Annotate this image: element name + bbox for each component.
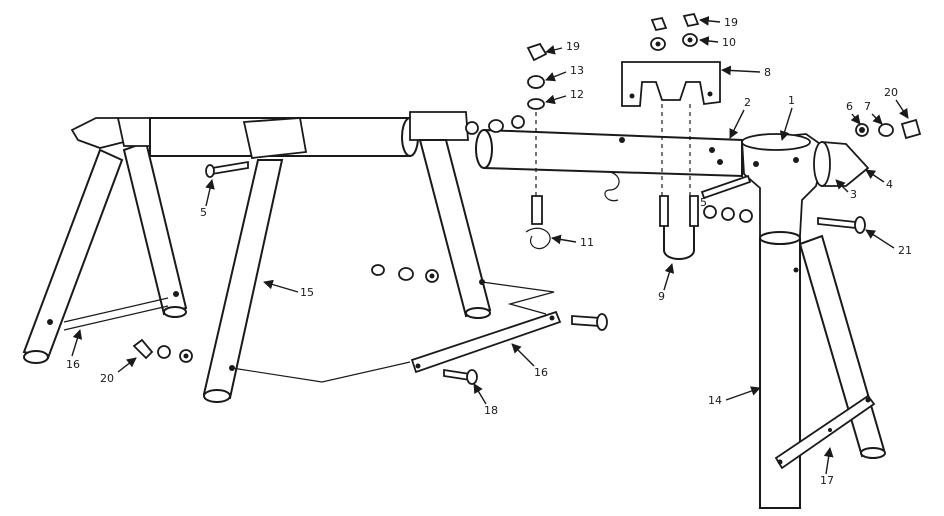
- washer-12: [527, 98, 545, 110]
- label-2: 2: [744, 96, 751, 109]
- nut-set-right-mid: [703, 205, 753, 223]
- left-a-frame-leg-front: [22, 148, 124, 360]
- label-1: 1: [788, 94, 795, 107]
- brace-16-middle: [410, 310, 562, 374]
- callouts: 1 2 3 4 5 5 6 7 8 9 10 11 12: [66, 16, 912, 487]
- top-beam-2: [483, 128, 743, 178]
- nut-set-top-bracket: [650, 12, 700, 51]
- s-hook: [604, 171, 620, 202]
- left-center-clamp: [242, 117, 308, 159]
- label-17: 17: [820, 474, 834, 487]
- end-cap-3: [813, 141, 870, 187]
- brace-16-bar: [410, 310, 562, 374]
- u-bolt-9: [659, 195, 699, 260]
- nut-19-left: [526, 42, 548, 62]
- label-16-left: 16: [66, 358, 80, 371]
- label-19-right: 19: [724, 16, 738, 29]
- left-end-cap: [70, 117, 126, 149]
- nut-set-beam-left: [465, 115, 525, 135]
- left-brace-bolt-front: [47, 319, 53, 325]
- leg-14: [759, 237, 801, 509]
- nut-set-20-left: [132, 338, 193, 363]
- left-a-frame-leg-rear: [122, 140, 188, 316]
- right-corner-fitting-1: [741, 133, 828, 237]
- left-a-frame: [22, 117, 188, 364]
- middle-a-frame: [202, 139, 492, 403]
- bracket-8: [621, 61, 721, 196]
- brace-17: [774, 394, 876, 470]
- label-20-right: 20: [884, 86, 898, 99]
- bolt-21: [817, 216, 866, 234]
- nut-13: [527, 75, 545, 89]
- hanger-hardware-stack: [526, 42, 548, 200]
- left-leg-front-end: [23, 350, 49, 364]
- label-18: 18: [484, 404, 498, 417]
- label-11: 11: [580, 236, 594, 249]
- middle-rear-leg-end: [465, 307, 491, 319]
- label-19-left: 19: [566, 40, 580, 53]
- left-brace-bolt-rear: [173, 291, 179, 297]
- left-top-beam: [149, 111, 469, 159]
- left-corner-fitting: [116, 117, 151, 147]
- assembly-line-left: [231, 361, 411, 383]
- label-9: 9: [658, 290, 665, 303]
- label-5-right: 5: [700, 196, 707, 209]
- assembly-line-middle: [481, 281, 555, 315]
- right-side-clamp: [409, 111, 469, 141]
- nut-set-right: [855, 118, 922, 140]
- center-top-beam: [475, 128, 743, 178]
- swing-hanger-11: [525, 195, 551, 250]
- leg-15-end: [203, 389, 231, 403]
- label-3: 3: [850, 188, 857, 201]
- middle-rear-leg: [418, 139, 492, 318]
- label-4: 4: [886, 178, 893, 191]
- bolt-5-right: [700, 174, 752, 200]
- label-20-left: 20: [100, 372, 114, 385]
- label-21: 21: [898, 244, 912, 257]
- label-5-left: 5: [200, 206, 207, 219]
- right-a-frame: [759, 231, 886, 509]
- label-13: 13: [570, 64, 584, 77]
- leg-15: [202, 159, 284, 400]
- label-14: 14: [708, 394, 722, 407]
- bolt-18: [443, 368, 478, 385]
- label-15: 15: [300, 286, 314, 299]
- left-leg-rear-end: [163, 306, 187, 318]
- label-6: 6: [846, 100, 853, 113]
- bolt-near-brace-right: [571, 313, 608, 331]
- label-10: 10: [722, 36, 736, 49]
- label-7: 7: [864, 100, 871, 113]
- label-8: 8: [764, 66, 771, 79]
- nut-set-middle: [371, 264, 439, 283]
- bolt-5-left: [205, 160, 249, 178]
- left-brace-rod: [63, 297, 169, 323]
- label-16-middle: 16: [534, 366, 548, 379]
- label-12: 12: [570, 88, 584, 101]
